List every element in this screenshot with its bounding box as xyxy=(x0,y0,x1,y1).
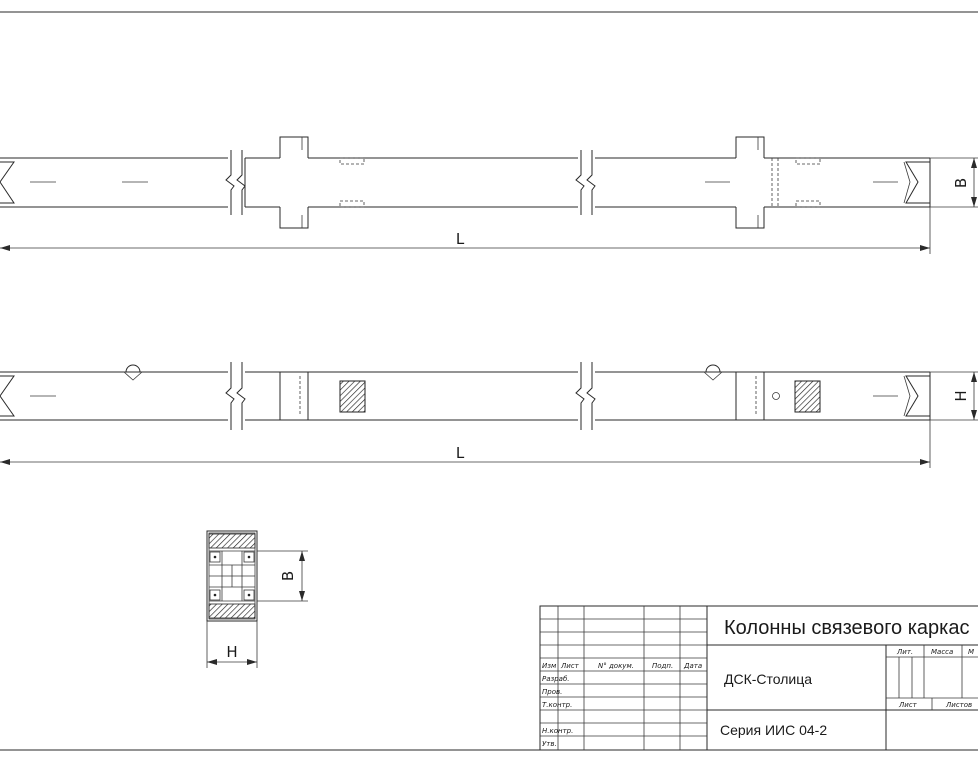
tb-sheet-header: Лист xyxy=(560,662,580,670)
hatched-insert-right xyxy=(794,380,821,413)
console-right xyxy=(735,136,779,229)
tb-role-norm-control: Н.контр. xyxy=(542,727,573,735)
lifting-loop-right xyxy=(703,364,723,381)
tb-role-developed: Разраб. xyxy=(542,675,570,683)
column-plan-view: L B xyxy=(0,136,978,254)
console-left xyxy=(244,136,309,229)
height-dimension-label: H xyxy=(952,390,970,401)
drawing-title: Колонны связевого каркас xyxy=(724,617,969,639)
column-side-view: L H xyxy=(0,362,978,468)
length-dimension-label: L xyxy=(456,230,465,248)
tb-signature-header: Подп. xyxy=(652,662,673,670)
tb-info-sheets-label: Листов xyxy=(945,701,972,709)
tb-role-approved: Утв. xyxy=(542,740,557,748)
column-cross-section: B H xyxy=(206,530,308,668)
tb-change-header: Изм xyxy=(542,662,557,670)
tb-doc-header: N° докум. xyxy=(598,662,634,670)
section-width-label: B xyxy=(279,571,297,581)
title-block: Изм Лист N° докум. Подп. Дата Разраб. Пр… xyxy=(539,605,978,751)
tb-mass-label: Масса xyxy=(931,648,953,656)
organization-name: ДСК-Столица xyxy=(724,671,812,687)
width-dimension-label: B xyxy=(952,178,970,188)
tb-lit-label: Лит. xyxy=(896,648,913,656)
break-mark-right xyxy=(575,150,596,215)
tb-info-sheet-label: Лист xyxy=(898,701,918,709)
tb-scale-label: М xyxy=(968,648,974,656)
tb-role-checked: Пров. xyxy=(542,688,562,696)
length-dimension-label-side: L xyxy=(456,444,465,462)
series-name: Серия ИИС 04-2 xyxy=(720,722,827,738)
tb-role-tech-control: Т.контр. xyxy=(542,701,572,709)
hatched-insert-left xyxy=(339,380,366,413)
lifting-loop-left xyxy=(123,364,143,381)
break-mark-left xyxy=(225,150,246,215)
sheet-frame xyxy=(0,11,978,751)
tb-date-header: Дата xyxy=(683,662,702,670)
section-height-label: H xyxy=(226,643,237,661)
